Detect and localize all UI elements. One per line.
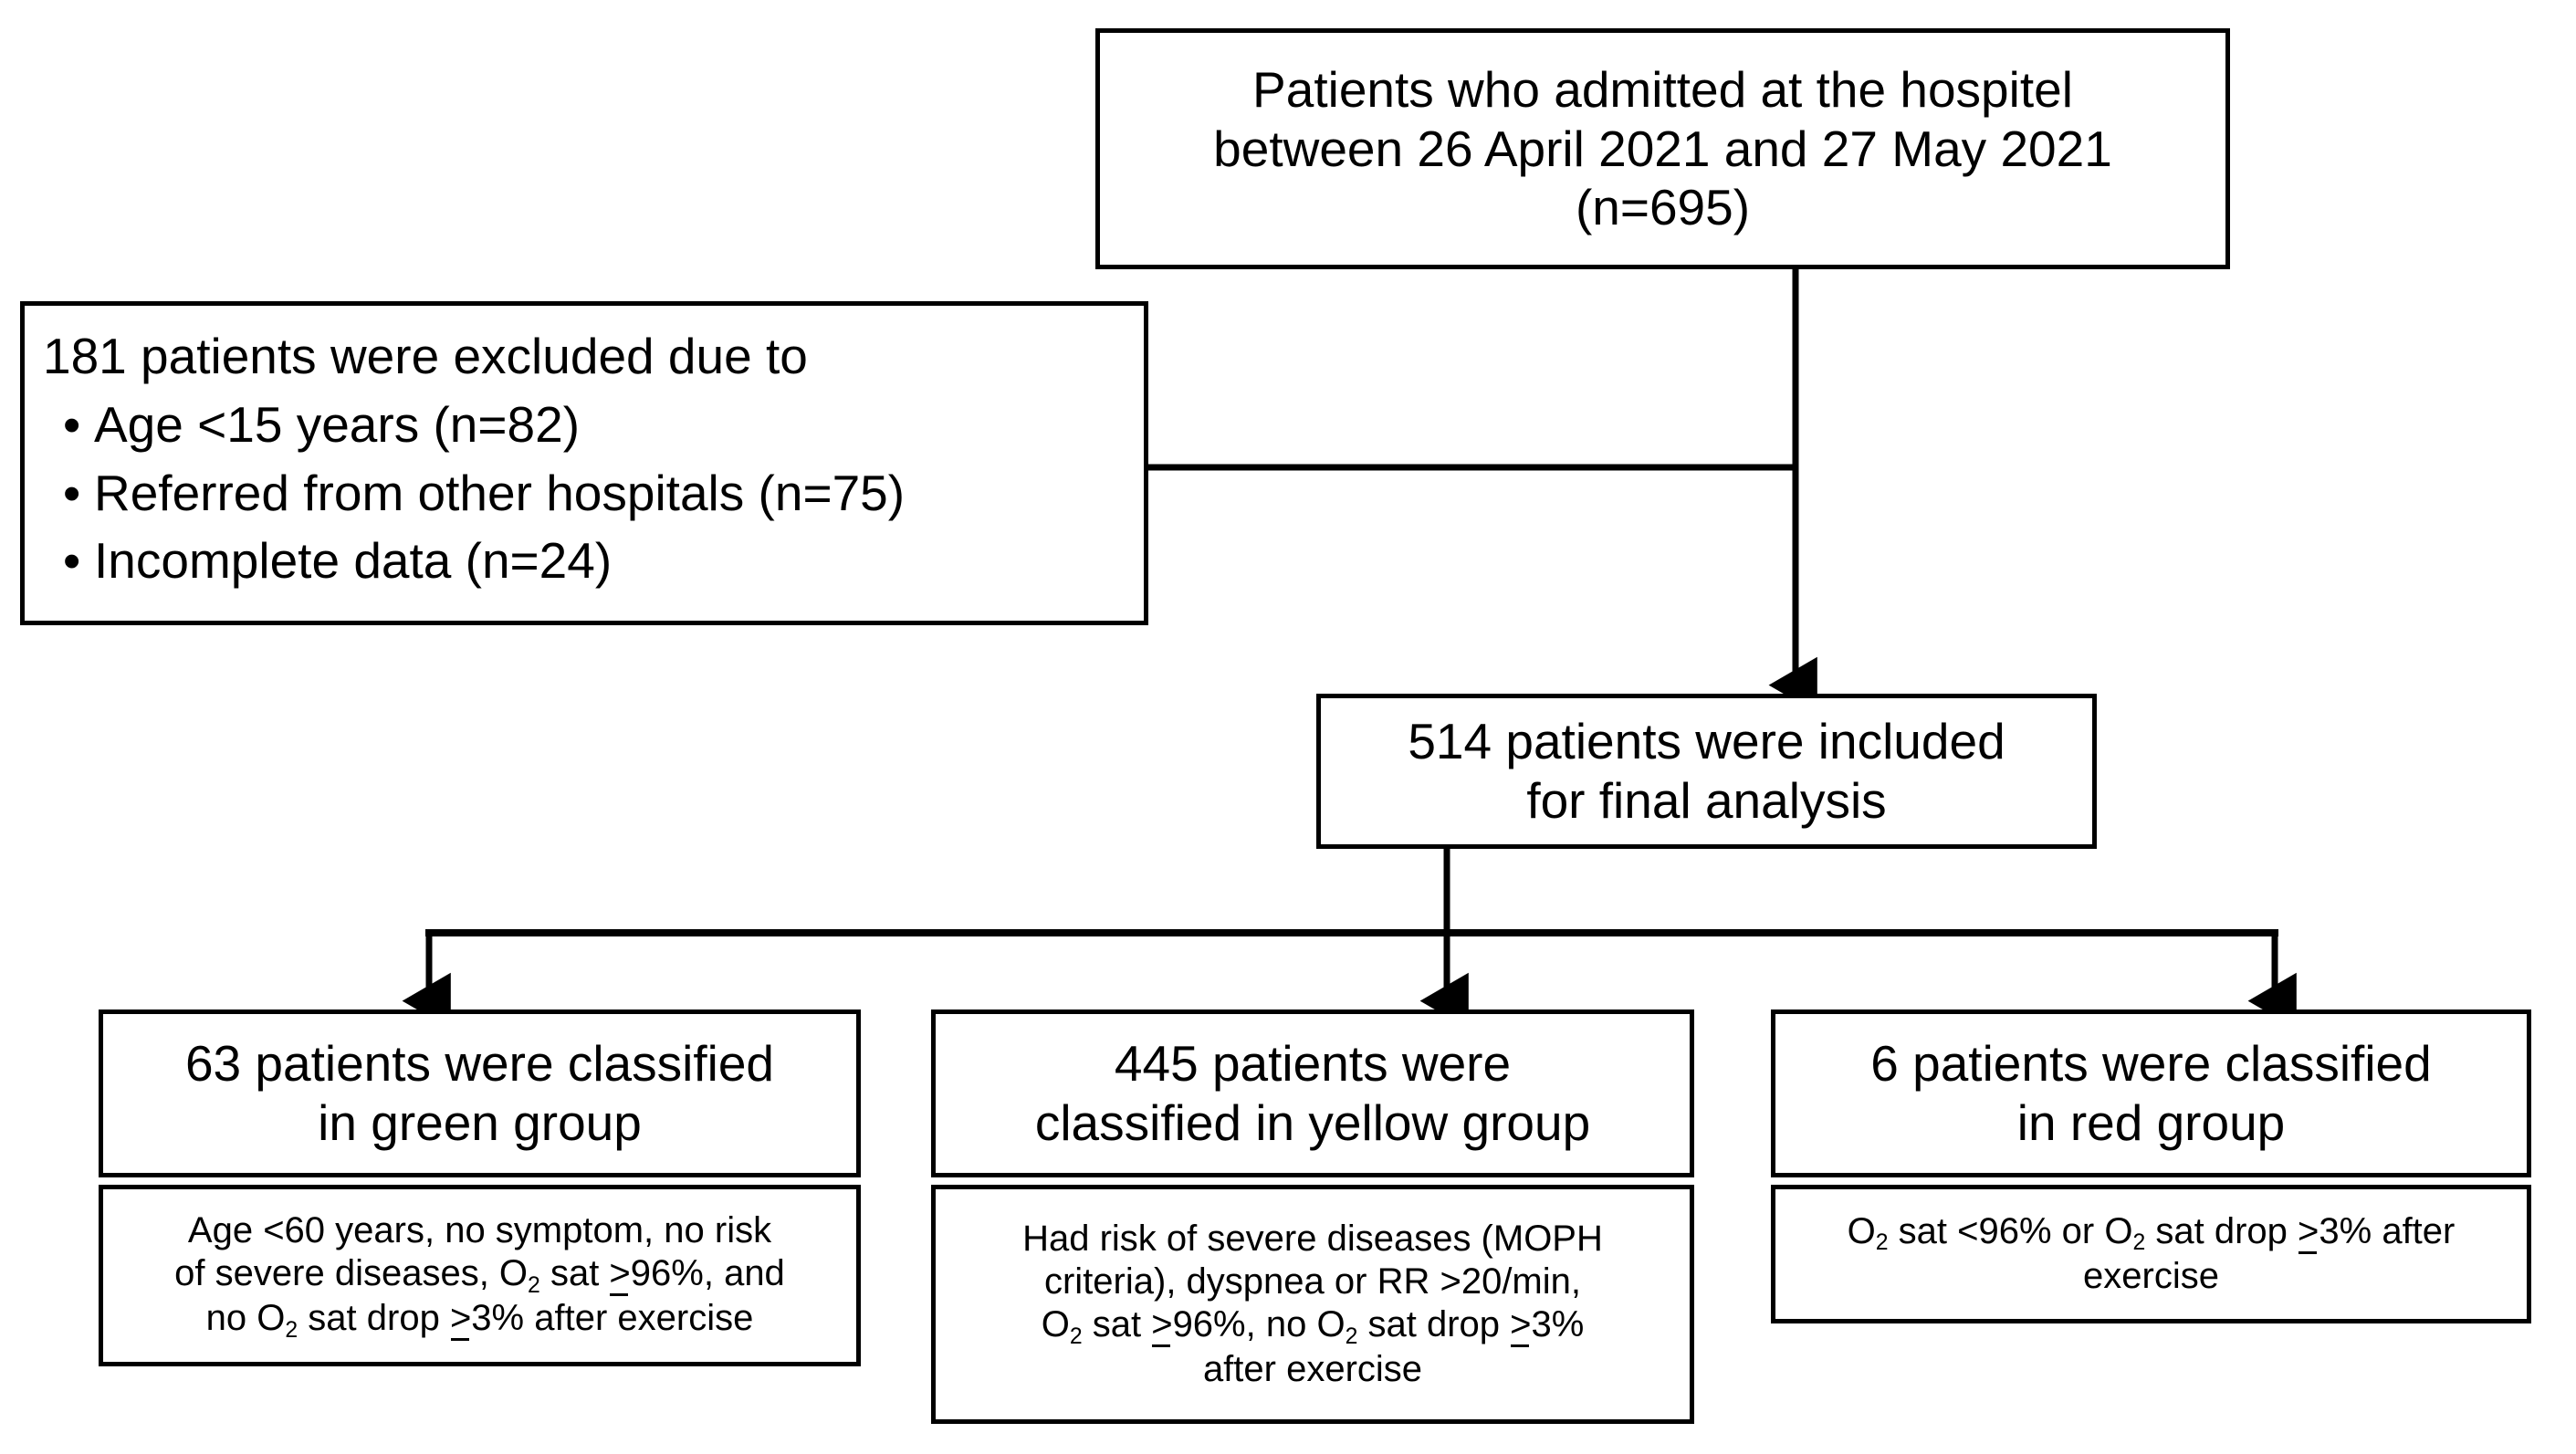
o2-subscript: 2 [285,1317,298,1343]
green-criteria-l3-a: no O [205,1298,286,1339]
o2-subscript: 2 [1875,1230,1889,1256]
yellow-criteria-line-4: after exercise [1202,1348,1423,1389]
green-header-line-1: 63 patients were classified [184,1035,775,1093]
yellow-criteria-l3-b: sat [1082,1304,1152,1345]
yellow-criteria-line-3: O2 sat >96%, no O2 sat drop >3% [948,1303,1677,1348]
yellow-criteria-l3-a: O [1041,1304,1070,1345]
red-header-line-2: in red group [2016,1094,2286,1151]
greater-or-equal-symbol: > [1151,1303,1173,1348]
greater-or-equal-symbol: > [609,1252,631,1297]
included-line-1: 514 patients were included [1408,713,2005,770]
red-criteria-line-1: O2 sat <96% or O2 sat drop >3% after [1788,1210,2514,1255]
yellow-criteria-line-2: criteria), dyspnea or RR >20/min, [1043,1261,1581,1302]
yellow-criteria-line-1: Had risk of severe diseases (MOPH [1022,1218,1603,1259]
excluded-reason-item: Referred from other hospitals (n=75) [63,464,1126,523]
admitted-count: (n=695) [1575,179,1751,236]
red-criteria-l1-d: 3% after [2319,1211,2456,1252]
excluded-reason-list: Age <15 years (n=82) Referred from other… [43,395,1126,591]
greater-or-equal-symbol: > [1510,1303,1532,1348]
green-criteria-l2-a: of severe diseases, O [174,1253,529,1294]
admitted-line-2: between 26 April 2021 and 27 May 2021 [1213,120,2112,177]
green-header-line-2: in green group [318,1094,642,1151]
green-criteria-line-3: no O2 sat drop >3% after exercise [116,1297,843,1342]
green-criteria-l2-c: 96%, and [630,1253,785,1294]
o2-subscript: 2 [528,1272,540,1298]
node-excluded-patients: 181 patients were excluded due to Age <1… [20,301,1148,625]
excluded-reason-item: Age <15 years (n=82) [63,395,1126,455]
red-criteria-l1-b: sat <96% or O [1888,1211,2133,1252]
excluded-heading: 181 patients were excluded due to [43,327,808,384]
greater-or-equal-symbol: > [450,1297,471,1342]
red-criteria-l1-c: sat drop [2145,1211,2299,1252]
node-admitted-patients: Patients who admitted at the hospitel be… [1095,28,2230,269]
admitted-line-1: Patients who admitted at the hospitel [1252,60,2073,118]
green-criteria-line-1: Age <60 years, no symptom, no risk [187,1210,772,1251]
o2-subscript: 2 [2132,1230,2146,1256]
red-criteria-line-2: exercise [2083,1255,2219,1296]
yellow-criteria-l3-d: sat drop [1357,1304,1511,1345]
green-criteria-l2-b: sat [539,1253,610,1294]
yellow-header-line-2: classified in yellow group [1034,1094,1591,1151]
red-header-line-1: 6 patients were classified [1870,1035,2432,1093]
node-red-group-header: 6 patients were classified in red group [1771,1009,2531,1177]
excluded-reason-item: Incomplete data (n=24) [63,531,1126,591]
node-green-group-criteria: Age <60 years, no symptom, no risk of se… [99,1185,861,1366]
yellow-criteria-l3-c: 96%, no O [1172,1304,1346,1345]
included-line-2: for final analysis [1526,772,1887,829]
green-criteria-l3-c: 3% after exercise [471,1298,754,1339]
node-included-patients: 514 patients were included for final ana… [1316,694,2097,849]
node-yellow-group-criteria: Had risk of severe diseases (MOPH criter… [931,1185,1694,1424]
node-green-group-header: 63 patients were classified in green gro… [99,1009,861,1177]
o2-subscript: 2 [1069,1323,1083,1349]
green-criteria-l3-b: sat drop [298,1298,450,1339]
red-criteria-l1-a: O [1847,1211,1876,1252]
node-yellow-group-header: 445 patients were classified in yellow g… [931,1009,1694,1177]
yellow-header-line-1: 445 patients were [1114,1035,1512,1093]
yellow-criteria-l3-e: 3% [1531,1304,1585,1345]
o2-subscript: 2 [1345,1323,1358,1349]
green-criteria-line-2: of severe diseases, O2 sat >96%, and [116,1252,843,1297]
greater-or-equal-symbol: > [2298,1210,2319,1255]
node-red-group-criteria: O2 sat <96% or O2 sat drop >3% after exe… [1771,1185,2531,1323]
